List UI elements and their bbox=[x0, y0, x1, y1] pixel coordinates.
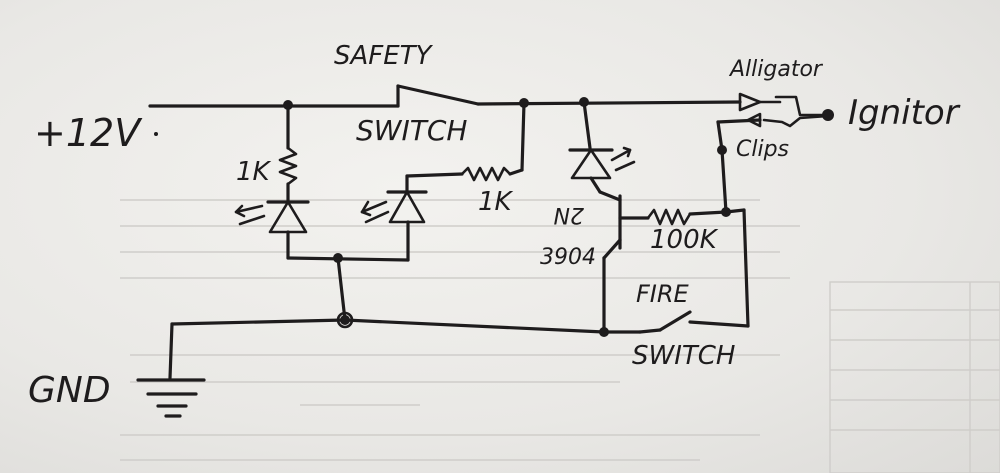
igniter-terminal bbox=[822, 109, 834, 121]
led-return bbox=[286, 220, 410, 322]
background-print-bleed bbox=[120, 199, 1000, 473]
supply-label: +12V bbox=[34, 111, 143, 155]
igniter-label: Ignitor bbox=[848, 93, 961, 133]
resistor-right-label: 100K bbox=[650, 225, 719, 255]
transistor-label-2: 3904 bbox=[540, 245, 596, 270]
safety-switch-label-bottom: SWITCH bbox=[356, 114, 467, 147]
resistor-mid-label: 1K bbox=[478, 187, 514, 217]
resistor-left-label: 1K bbox=[236, 157, 272, 187]
safety-switch-label-top: SAFETY bbox=[334, 41, 434, 71]
supply-rail bbox=[148, 84, 828, 117]
fire-switch-label-top: FIRE bbox=[636, 280, 690, 308]
alligator-label: Alligator bbox=[728, 57, 824, 82]
ground-rail bbox=[136, 311, 642, 418]
clips-label: Clips bbox=[736, 137, 789, 162]
middle-led-branch bbox=[360, 101, 526, 224]
ground-label: GND bbox=[28, 370, 111, 411]
fire-switch-loop bbox=[638, 112, 830, 334]
left-led-branch bbox=[234, 103, 310, 260]
fire-switch-label-bottom: SWITCH bbox=[632, 341, 735, 371]
pencil-mark bbox=[154, 132, 158, 136]
transistor-branch bbox=[568, 100, 728, 334]
transistor-label-1: 2N bbox=[554, 202, 584, 227]
